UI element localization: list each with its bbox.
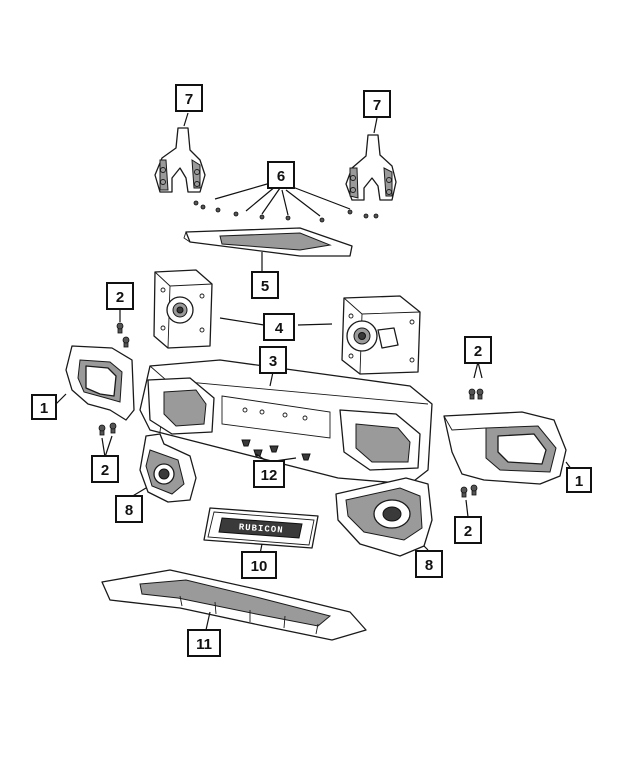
callout-7-right: 7 — [363, 90, 391, 118]
callout-label: 12 — [261, 467, 278, 484]
fog-lamp-housing-right — [335, 477, 433, 557]
callout-2-lower-right: 2 — [454, 516, 482, 544]
callout-label: 1 — [575, 473, 583, 490]
callout-label: 2 — [116, 289, 124, 306]
callout-label: 10 — [251, 558, 268, 575]
callout-1-right: 1 — [566, 467, 592, 493]
bolt-set-2-upper-right — [468, 388, 484, 400]
callout-2-lower-left: 2 — [91, 455, 119, 483]
callout-label: 7 — [185, 91, 193, 108]
bolt-set-2-lower-left — [98, 422, 117, 436]
badge-text: RUBICON — [238, 522, 283, 535]
callout-11: 11 — [187, 629, 221, 657]
bracket-right — [345, 134, 397, 201]
callout-label: 2 — [474, 343, 482, 360]
lower-valance — [101, 569, 367, 641]
callout-label: 5 — [261, 278, 269, 295]
bumper-beam — [139, 359, 433, 485]
callout-10: 10 — [241, 551, 277, 579]
end-cap-right — [443, 411, 567, 485]
callout-label: 8 — [125, 502, 133, 519]
callout-label: 11 — [196, 636, 212, 653]
callout-5: 5 — [251, 271, 279, 299]
callout-label: 3 — [269, 353, 277, 370]
winch-plate-right — [341, 295, 421, 375]
callout-label: 2 — [464, 523, 472, 540]
leader-lines — [55, 112, 579, 631]
bracket-left — [154, 127, 206, 193]
callout-12: 12 — [253, 460, 285, 488]
callout-label: 2 — [101, 462, 109, 479]
callout-1-left: 1 — [31, 394, 57, 420]
callout-4: 4 — [263, 313, 295, 341]
callout-6: 6 — [267, 161, 295, 189]
callout-2-upper-right: 2 — [464, 336, 492, 364]
fastener-group-6 — [193, 200, 379, 223]
callout-label: 1 — [40, 400, 48, 417]
callout-label: 7 — [373, 97, 381, 114]
callout-label: 8 — [425, 557, 433, 574]
callout-8-right: 8 — [415, 550, 443, 578]
skid-plate — [183, 227, 353, 257]
end-cap-left — [65, 345, 135, 421]
fog-lamp-housing-left — [139, 433, 197, 503]
callout-2-upper-left: 2 — [106, 282, 134, 310]
rubicon-badge: RUBICON — [203, 507, 319, 549]
callout-3: 3 — [259, 346, 287, 374]
callout-label: 4 — [275, 320, 284, 337]
callout-label: 6 — [277, 168, 285, 185]
callout-8-left: 8 — [115, 495, 143, 523]
bolt-set-2-lower-right — [460, 484, 478, 498]
bolt-set-2-upper-left — [116, 322, 130, 348]
callout-7-left: 7 — [175, 84, 203, 112]
winch-plate-left — [153, 269, 213, 349]
